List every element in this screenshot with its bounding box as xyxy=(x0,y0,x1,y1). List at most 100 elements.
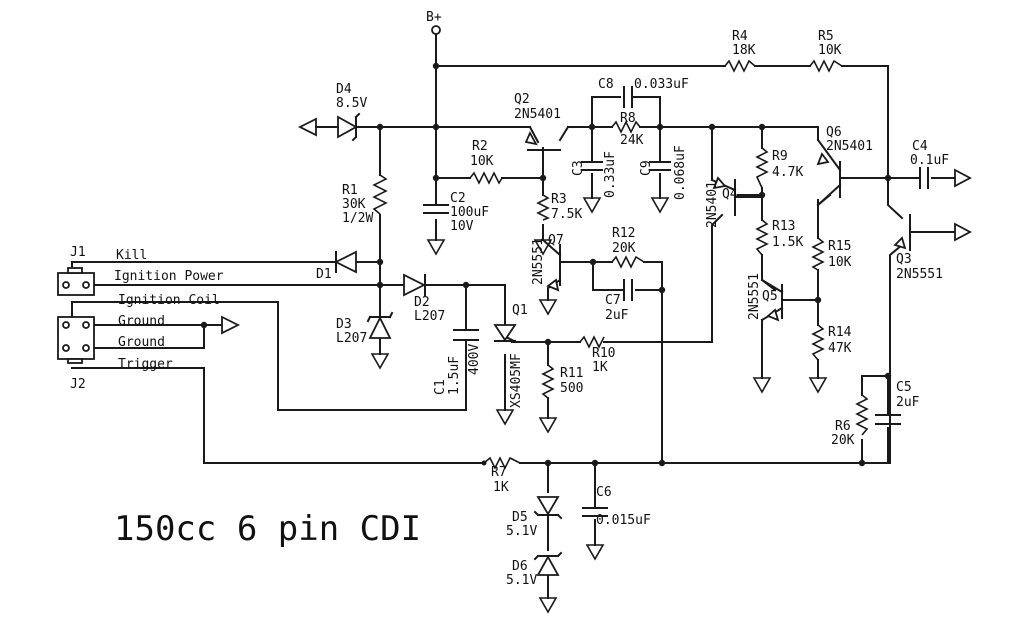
svg-text:C5: C5 xyxy=(896,380,912,395)
resistor-R5: R5 10K xyxy=(809,29,843,73)
svg-text:Q5: Q5 xyxy=(762,289,778,304)
schematic-title: 150cc 6 pin CDI xyxy=(114,509,421,549)
svg-text:C7: C7 xyxy=(605,293,621,308)
transistor-Q5: Q5 2N5551 xyxy=(747,273,784,322)
svg-text:C2: C2 xyxy=(450,191,466,206)
svg-text:20K: 20K xyxy=(612,241,636,256)
svg-text:1.5uF: 1.5uF xyxy=(447,356,462,395)
resistor-R10: R10 1K xyxy=(579,335,615,375)
b-plus-terminal xyxy=(431,25,441,35)
svg-text:R4: R4 xyxy=(732,29,748,44)
diode-D2: D2 L207 xyxy=(403,273,445,324)
svg-text:R15: R15 xyxy=(828,239,851,254)
svg-text:XS405MF: XS405MF xyxy=(509,353,524,408)
svg-text:D3: D3 xyxy=(336,317,352,332)
svg-text:2N5401: 2N5401 xyxy=(826,139,873,154)
svg-text:100uF: 100uF xyxy=(450,205,489,220)
svg-text:R9: R9 xyxy=(772,149,788,164)
capacitor-C6: C6 0.015uF xyxy=(582,485,651,528)
svg-text:2N5401: 2N5401 xyxy=(705,181,720,228)
svg-text:2uF: 2uF xyxy=(896,395,920,410)
capacitor-C1: C1 1.5uF 400V xyxy=(433,329,482,395)
svg-text:J2: J2 xyxy=(70,377,86,392)
svg-text:2N5401: 2N5401 xyxy=(514,107,561,122)
resistor-R12: R12 20K xyxy=(611,226,645,269)
transistor-Q6: Q6 2N5401 xyxy=(816,125,873,207)
svg-text:10V: 10V xyxy=(450,219,474,234)
svg-text:R10: R10 xyxy=(592,346,615,361)
resistor-R11: R11 500 xyxy=(541,364,583,399)
svg-text:1K: 1K xyxy=(493,480,509,495)
resistor-R8: R8 24K xyxy=(611,111,644,148)
svg-text:10K: 10K xyxy=(470,154,494,169)
pin-label-kill: Kill xyxy=(116,248,147,263)
svg-text:R2: R2 xyxy=(472,139,488,154)
svg-text:Q4: Q4 xyxy=(722,187,738,202)
svg-text:R6: R6 xyxy=(835,419,851,434)
svg-text:R13: R13 xyxy=(772,219,795,234)
svg-text:47K: 47K xyxy=(828,341,852,356)
svg-text:5.1V: 5.1V xyxy=(506,573,537,588)
connector-J1: J1 Kill Ignition Power xyxy=(57,245,224,296)
svg-text:R1: R1 xyxy=(342,183,358,198)
svg-text:30K: 30K xyxy=(342,197,366,212)
svg-text:7.5K: 7.5K xyxy=(551,207,582,222)
transistor-Q2: Q2 2N5401 xyxy=(514,92,570,151)
svg-text:500: 500 xyxy=(560,381,583,396)
svg-text:R8: R8 xyxy=(620,111,636,126)
svg-text:L207: L207 xyxy=(414,309,445,324)
resistor-R15: R15 10K xyxy=(811,237,852,271)
svg-text:D4: D4 xyxy=(336,82,352,97)
resistor-R14: R14 47K xyxy=(811,324,852,361)
svg-text:Q2: Q2 xyxy=(514,92,530,107)
capacitor-C5: C5 2uF xyxy=(875,380,920,425)
svg-text:R7: R7 xyxy=(491,465,507,480)
diode-D3: D3 L207 xyxy=(336,311,394,346)
svg-text:10K: 10K xyxy=(818,43,842,58)
svg-text:C8: C8 xyxy=(598,77,614,92)
svg-text:C3: C3 xyxy=(571,160,586,176)
svg-text:D5: D5 xyxy=(512,510,528,525)
svg-text:D6: D6 xyxy=(512,559,528,574)
diode-D6: D6 5.1V xyxy=(506,551,563,588)
pin-label-ground-1: Ground xyxy=(118,314,165,329)
connector-J2: J2 Ignition Coil Ground Ground Trigger xyxy=(57,293,220,392)
svg-text:Q7: Q7 xyxy=(548,233,564,248)
resistor-R3: R3 7.5K xyxy=(536,192,582,222)
svg-text:0.33uF: 0.33uF xyxy=(603,151,618,198)
diode-D1: D1 xyxy=(316,250,357,282)
svg-text:C4: C4 xyxy=(912,139,928,154)
diode-D4: D4 8.5V xyxy=(336,82,367,142)
resistor-R2: R2 10K xyxy=(469,139,503,185)
scr-Q1: Q1 XS405MF xyxy=(493,303,528,408)
svg-text:R11: R11 xyxy=(560,366,583,381)
resistor-R9: R9 4.7K xyxy=(755,147,803,189)
svg-text:J1: J1 xyxy=(70,245,86,260)
svg-text:4.7K: 4.7K xyxy=(772,165,803,180)
pin-label-ignition-power: Ignition Power xyxy=(114,269,224,284)
svg-text:5.1V: 5.1V xyxy=(506,524,537,539)
svg-text:R5: R5 xyxy=(818,29,834,44)
capacitor-C7: C7 2uF xyxy=(605,279,633,323)
diode-D5: D5 5.1V xyxy=(506,496,563,539)
svg-text:1.5K: 1.5K xyxy=(772,235,803,250)
capacitor-C8: C8 0.033uF xyxy=(598,77,689,108)
svg-text:2N5551: 2N5551 xyxy=(896,267,943,282)
capacitor-C9: C9 0.068uF xyxy=(639,145,688,200)
svg-text:0.015uF: 0.015uF xyxy=(596,513,651,528)
svg-text:Q3: Q3 xyxy=(896,252,912,267)
pin-label-trigger: Trigger xyxy=(118,357,173,372)
svg-text:8.5V: 8.5V xyxy=(336,96,367,111)
resistor-R6: R6 20K xyxy=(831,394,869,448)
svg-text:18K: 18K xyxy=(732,43,756,58)
svg-text:C9: C9 xyxy=(639,160,654,176)
svg-text:L207: L207 xyxy=(336,331,367,346)
ground-symbols xyxy=(371,197,827,613)
capacitor-C4: C4 0.1uF xyxy=(910,139,949,189)
svg-text:2uF: 2uF xyxy=(605,308,629,323)
signal-arrows xyxy=(221,117,972,335)
svg-text:400V: 400V xyxy=(467,344,482,375)
svg-text:10K: 10K xyxy=(828,255,852,270)
svg-text:20K: 20K xyxy=(831,433,855,448)
